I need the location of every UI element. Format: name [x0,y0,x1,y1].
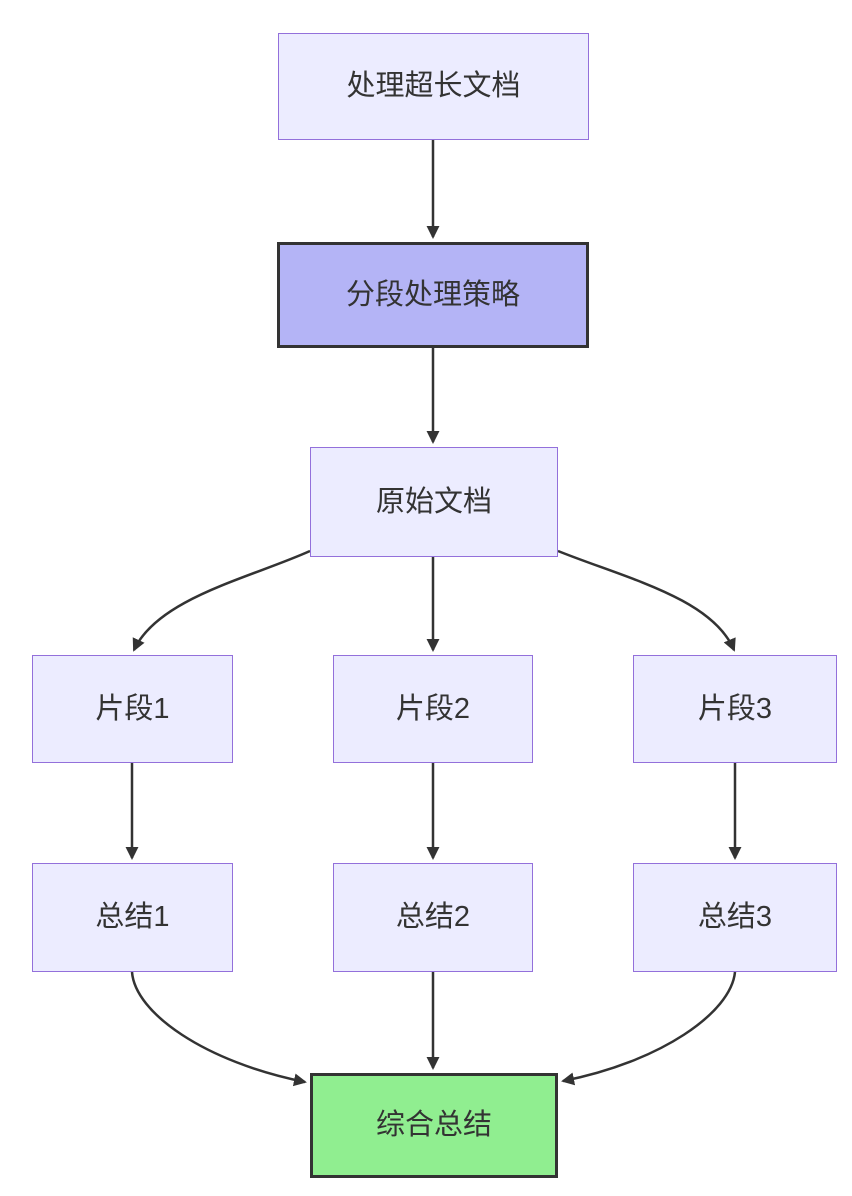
node-summary-3: 总结3 [633,863,837,972]
edge-summary-1-to-final [130,971,307,1087]
node-segment-strategy-label: 分段处理策略 [345,278,520,311]
node-summary-2-label: 总结2 [395,901,471,934]
node-original-document-label: 原始文档 [375,485,492,518]
node-fragment-2-label: 片段2 [395,692,471,725]
edge-original-to-fragment-1 [132,549,311,652]
node-process-long-document: 处理超长文档 [278,33,589,140]
node-summary-3-label: 总结3 [697,901,773,934]
node-final-summary-label: 综合总结 [375,1109,492,1142]
node-fragment-3-label: 片段3 [697,692,773,725]
node-original-document: 原始文档 [310,447,558,557]
node-fragment-1-label: 片段1 [95,692,170,725]
node-fragment-1: 片段1 [32,655,233,763]
node-summary-2: 总结2 [333,863,533,972]
node-fragment-2: 片段2 [333,655,533,763]
node-process-long-document-label: 处理超长文档 [346,70,521,103]
edge-original-to-fragment-3 [557,549,736,652]
node-fragment-3: 片段3 [633,655,837,763]
node-final-summary: 综合总结 [310,1073,558,1178]
node-segment-strategy: 分段处理策略 [277,242,589,348]
node-summary-1-label: 总结1 [95,901,170,934]
edge-summary-3-to-final [561,971,737,1086]
node-summary-1: 总结1 [32,863,233,972]
